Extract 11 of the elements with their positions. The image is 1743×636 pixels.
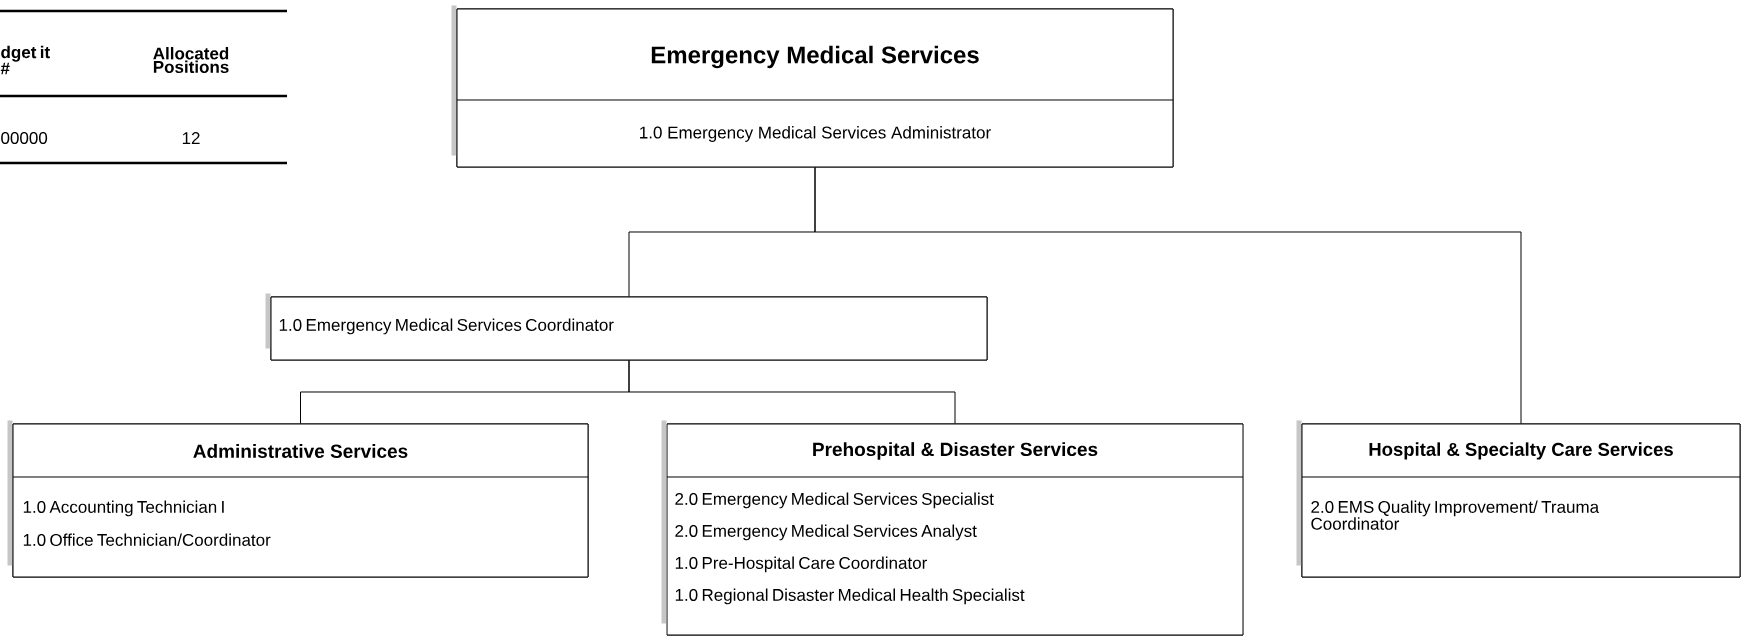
org-box: Emergency Medical Services 1.0 Emergency Medical Services Administrator — [451, 5, 1174, 168]
org-box: Administrative Services 1.0 Accounting Technician I 1.0 Office Technician/Coordinator — [7, 420, 589, 578]
table-cell: Allocated Positions — [153, 47, 229, 73]
connector-line — [814, 167, 1522, 424]
connector-line — [628, 360, 956, 424]
table-cell: 12 — [182, 132, 200, 144]
table-cell: dget it # — [0, 45, 50, 75]
org-box: Hospital & Specialty Care Services 2.0 EMS Quality Improvement/ Trauma Coordinator — [1296, 420, 1741, 578]
table-cell: 00000 — [1, 131, 48, 144]
org-box: Prehospital & Disaster Services 2.0 Emergency Medical Services Specialist 2.0 Emergency Medical Services Analyst 1.0 Pre-Hospital Care Coordinator 1.0 Regional Disaster Medical Health Specialist — [661, 420, 1244, 636]
org-box: 1.0 Emergency Medical Services Coordinator — [265, 293, 988, 361]
